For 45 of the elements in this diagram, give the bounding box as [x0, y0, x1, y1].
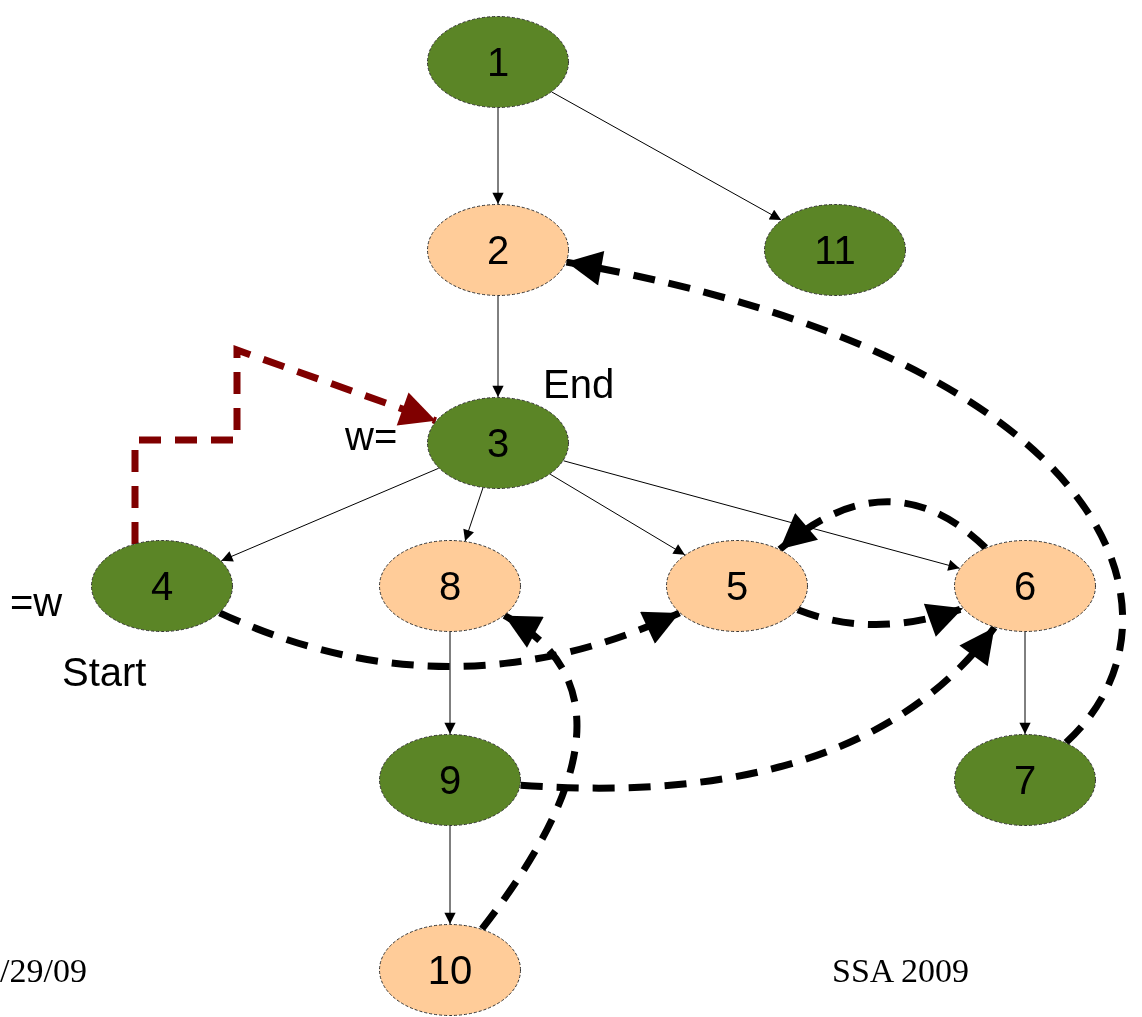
arrow [492, 295, 504, 398]
dashed-arrow [520, 625, 998, 792]
ellipse-node [764, 204, 906, 296]
arrow [463, 487, 484, 542]
node-number: 6 [1012, 564, 1038, 608]
node-annotation: Start [62, 650, 147, 694]
ellipse-node [379, 924, 521, 1016]
date-label: /29/09 [0, 952, 87, 990]
ellipse-node [954, 540, 1096, 632]
ellipse-node [427, 204, 569, 296]
ellipse-node [91, 540, 233, 632]
dashed-arrow [218, 609, 681, 670]
node-number: 10 [426, 948, 474, 992]
dashed-arrow [479, 612, 581, 931]
node-number: 1 [485, 40, 511, 84]
arrow [549, 473, 686, 556]
ellipse-node [427, 397, 569, 489]
node-number: 7 [1012, 758, 1038, 802]
arrow [492, 107, 504, 205]
dashed-arrow [777, 498, 988, 553]
dashed-arrow [796, 602, 965, 637]
ellipse-node [379, 734, 521, 826]
ellipse-node [379, 540, 521, 632]
arrow [1019, 631, 1031, 735]
node-number: 8 [437, 564, 463, 608]
ellipse-node [666, 540, 808, 632]
arrow [444, 631, 456, 735]
node-number: 4 [149, 564, 175, 608]
arrow [444, 825, 456, 925]
node-number: 5 [724, 564, 750, 608]
dashed-arrow [131, 345, 437, 544]
node-annotation: =w [10, 580, 63, 624]
dashed-arrow [565, 252, 1126, 745]
node-annotation: w= [345, 414, 398, 458]
node-number: 11 [813, 228, 857, 272]
node-number: 2 [485, 228, 511, 272]
node-annotation: End [543, 362, 615, 406]
node-number: 9 [437, 758, 463, 802]
arrow [563, 460, 960, 571]
arrow [220, 467, 440, 562]
ellipse-node [954, 734, 1096, 826]
ellipse-node [427, 16, 569, 108]
node-number: 3 [485, 421, 511, 465]
arrow [551, 91, 782, 221]
footer-label: SSA 2009 [832, 952, 969, 990]
